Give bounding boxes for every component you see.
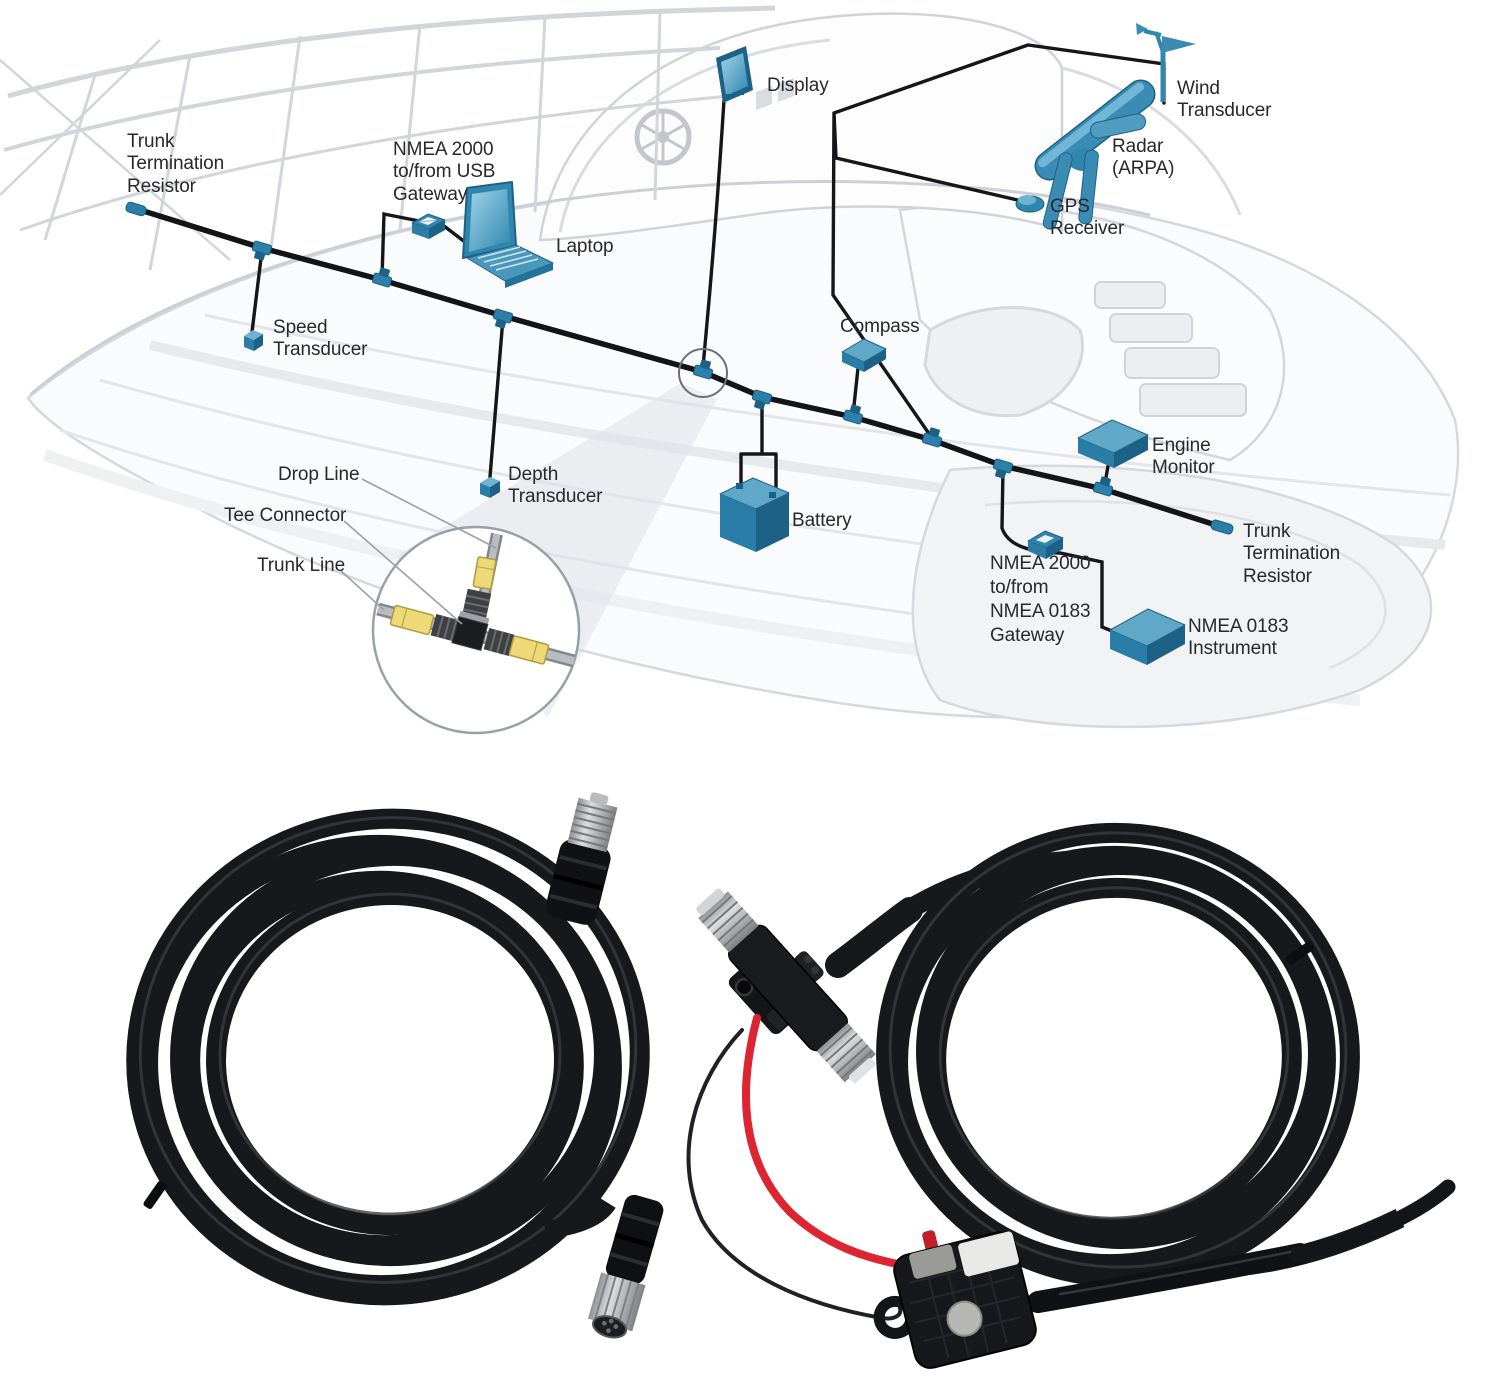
- label-battery: Battery: [792, 510, 852, 531]
- label-display: Display: [767, 75, 829, 96]
- label-gps-receiver: GPS Receiver: [1050, 196, 1125, 240]
- label-radar: Radar (ARPA): [1112, 136, 1175, 180]
- display-device: [716, 46, 753, 103]
- label-tee-connector: Tee Connector: [224, 505, 347, 526]
- ground-wire-black: [686, 1028, 903, 1321]
- label-drop-line: Drop Line: [278, 464, 360, 485]
- product-photo-cables: [126, 792, 1456, 1369]
- speed-drop-line: [250, 248, 264, 334]
- nmea2000-network-diagram: [0, 5, 1460, 735]
- label-usb-gateway: NMEA 2000 to/from USB Gateway: [393, 139, 496, 205]
- label-laptop: Laptop: [556, 236, 614, 257]
- inset-tee-hub: [451, 610, 490, 652]
- radar-device: [1034, 79, 1156, 230]
- label-depth-transducer: Depth Transducer: [508, 464, 603, 508]
- gps-receiver-device: [1015, 195, 1045, 213]
- male-connector-left-cable: [545, 792, 618, 925]
- inset-drop-connector: [472, 556, 497, 590]
- inset-leader-lines: [340, 478, 497, 625]
- label-nmea0183-gateway: NMEA 2000 to/from NMEA 0183 Gateway: [990, 553, 1091, 646]
- engine-monitor-device: [1077, 419, 1149, 468]
- termination-resistor-right: [1210, 519, 1234, 535]
- highlighted-tee-ring: [678, 348, 728, 398]
- wind-transducer-device: [1136, 23, 1196, 102]
- nmea0183-instrument-device: [1109, 608, 1186, 665]
- label-compass: Compass: [840, 316, 920, 337]
- devices: [244, 23, 1196, 665]
- nmea0183-gateway-device: [1027, 530, 1064, 559]
- label-engine-monitor: Engine Monitor: [1152, 435, 1215, 479]
- usb-gateway-device: [411, 213, 446, 239]
- steering-wheel-art: [634, 108, 692, 166]
- label-trunk-termination-left: Trunk Termination Resistor: [127, 131, 225, 197]
- label-trunk-line: Trunk Line: [257, 555, 346, 576]
- display-drop-line: [701, 98, 726, 370]
- power-wire-red: [742, 1014, 912, 1270]
- label-nmea0183-instrument: NMEA 0183 Instrument: [1188, 616, 1289, 660]
- usb-gateway-drop-line: [380, 211, 480, 280]
- inset-trunk-connector-right: [508, 635, 550, 665]
- coiled-cable-left: [126, 808, 650, 1306]
- heat-shrink-splice: [1027, 1179, 1456, 1313]
- tee-connectors: [251, 240, 1114, 497]
- tee-detail-inset: [371, 525, 581, 735]
- depth-drop-line: [488, 316, 505, 479]
- coiled-cable-right: [876, 822, 1405, 1288]
- battery-device: [719, 477, 790, 552]
- battery-drop-line: [739, 397, 778, 496]
- termination-resistor-left: [125, 201, 147, 217]
- female-connector-left-cable: [588, 1194, 664, 1339]
- depth-transducer: [480, 477, 500, 498]
- label-wind-transducer: Wind Transducer: [1177, 78, 1272, 122]
- label-speed-transducer: Speed Transducer: [273, 317, 368, 361]
- label-trunk-termination-right: Trunk Termination Resistor: [1243, 521, 1341, 587]
- compass-device: [841, 338, 887, 372]
- laptop-device: [462, 181, 554, 288]
- fuse-holder: [873, 1230, 1037, 1369]
- speed-transducer: [244, 330, 263, 351]
- inset-trunk-connector-left: [389, 604, 435, 636]
